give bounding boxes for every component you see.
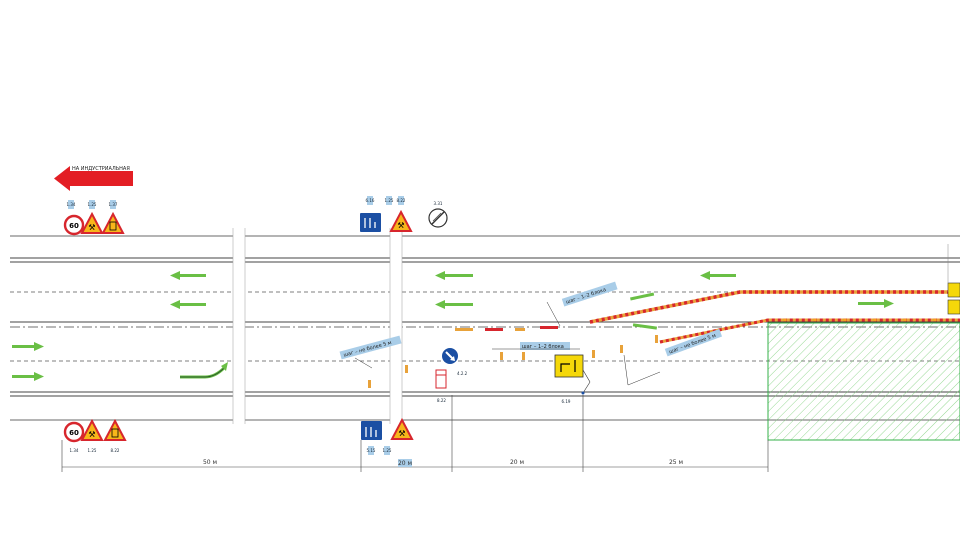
svg-text:⚒: ⚒ [398,429,405,438]
speed-limit-sign-icon: 60 [63,214,85,236]
barrier-stand [435,369,447,389]
sign-group-top-middle: ⚒ 6.16 1.25 8.22 [360,196,413,232]
sign-tag-top-right: 3.31 [434,201,443,206]
sign-tag-yellow: 6.19 [562,399,571,404]
crossing-gap-1 [233,228,245,424]
svg-text:⚒: ⚒ [88,223,95,232]
road-narrowing-sign-icon [101,211,125,234]
left-arrow-icon [435,271,473,280]
sign-tag-mid-b: 1.25 [385,198,394,203]
barrier-blocks-median [455,326,558,331]
svg-text:⚒: ⚒ [88,430,95,439]
svg-text:⚒: ⚒ [397,221,404,230]
callout-2: шаг – 1–2 блока [561,281,618,307]
roadwork-sign-icon [389,209,413,232]
left-arrow-icon [630,292,655,301]
callout-3-text: шаг – 1–2 блока [522,344,564,350]
sign-tag-mid-c: 8.22 [397,198,406,203]
left-arrow-icon [54,166,133,191]
sign-group-bottom-middle: ⚒ 5.15 1.25 [361,417,414,455]
left-arrow-icon [170,300,206,309]
left-arrow-icon [435,300,473,309]
callout-3: шаг – 1–2 блока [520,342,570,350]
sign-tag-round: 4.2.2 [457,371,468,376]
direction-label: НА ИНДУСТРИАЛЬНАЯ [72,166,130,172]
road-narrowing-sign-icon [103,418,127,441]
lane-arrows [12,271,894,381]
sign-tag-round2: 8.22 [437,398,446,403]
sign-tag-bot-a: 1.34 [70,448,79,453]
cones-upper [758,290,937,322]
roadwork-sign-icon [80,418,104,441]
sign-tag-bot-mid-a: 5.15 [367,448,376,453]
sign-group-top-left: 60 ⚒ 1.34 1.25 1.37 [63,200,125,236]
edge-sign [947,282,960,298]
sign-tag-bot-b: 1.25 [88,448,97,453]
sign-tag-bot-c: 8.22 [111,448,120,453]
marker-posts [368,335,658,388]
callout-4: шаг – не более 5 м [664,329,723,357]
dimension-3: 20 м [510,459,524,466]
barrier-taper-upper [589,290,960,324]
roadwork-sign-icon [390,417,414,440]
keep-right-sign-icon [442,348,458,364]
dimension-lines [61,395,769,472]
sign-tag-top-a: 1.34 [67,202,76,207]
curve-arrow-icon [180,362,228,379]
sign-group-bottom-left: 60 ⚒ 1.34 1.25 8.22 [63,418,127,453]
right-arrow-icon [632,323,658,330]
sign-tag-bot-mid-b: 1.25 [383,448,392,453]
right-arrow-icon [12,372,44,381]
detour-sign-icon [554,354,584,378]
right-arrow-icon [858,299,894,308]
sign-tag-mid-a: 6.16 [366,198,375,203]
speed-limit-sign-icon: 60 [63,421,85,443]
roadwork-sign-icon [80,211,104,234]
crossing-gap-2 [390,228,402,424]
left-arrow-icon [700,271,736,280]
dimension-2: 20 м [398,460,412,467]
barrier-taper-lower [659,318,960,344]
speed-limit-value-bottom: 60 [69,429,79,437]
right-arrow-icon [12,342,44,351]
sign-tag-top-c: 1.37 [109,202,118,207]
work-zone [767,322,960,441]
end-restriction-sign-icon [428,208,448,228]
left-arrow-icon [170,271,206,280]
dimension-1: 50 м [203,459,217,466]
speed-limit-value: 60 [69,222,79,230]
dimension-4: 25 м [669,459,683,466]
sign-tag-top-b: 1.25 [88,202,97,207]
